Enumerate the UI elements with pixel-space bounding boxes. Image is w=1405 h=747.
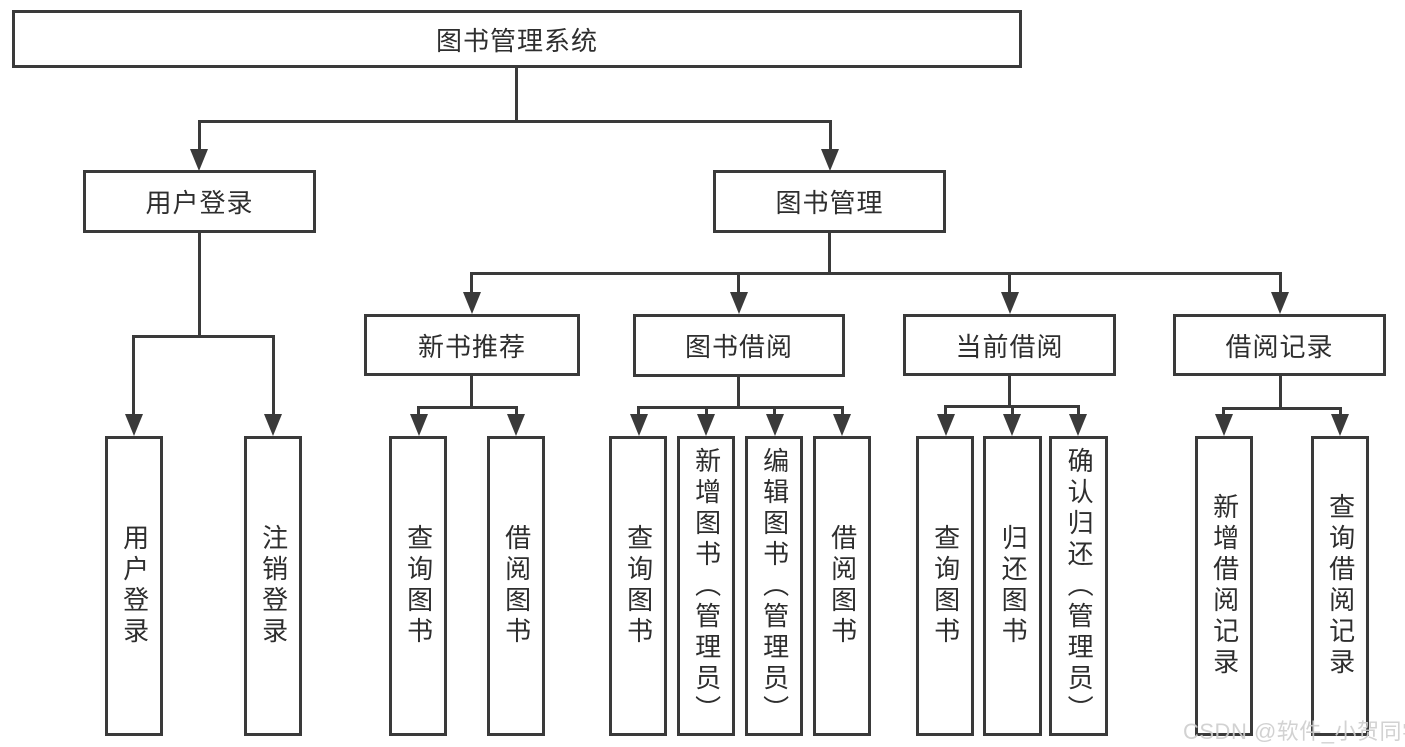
- leaf-recommend-borrow-books: 借阅图书: [487, 436, 545, 736]
- connector-line: [1279, 376, 1282, 410]
- node-borrow-records: 借阅记录: [1173, 314, 1386, 376]
- leaf-user-login: 用户登录: [105, 436, 163, 736]
- arrowhead-icon: [833, 414, 851, 436]
- leaf-current-return-books: 归还图书: [983, 436, 1042, 736]
- arrowhead-icon: [697, 414, 715, 436]
- connector-line: [1008, 272, 1011, 296]
- leaf-records-query-record: 查询借阅记录: [1311, 436, 1369, 736]
- node-label: 查询借阅记录: [1325, 493, 1356, 679]
- leaf-borrow-edit-books-admin: 编辑图书（管理员）: [745, 436, 803, 736]
- arrowhead-icon: [1069, 414, 1087, 436]
- arrowhead-icon: [507, 414, 525, 436]
- node-current-borrow: 当前借阅: [903, 314, 1116, 376]
- node-label: 用户登录: [145, 188, 254, 218]
- connector-line: [198, 120, 201, 154]
- arrowhead-icon: [1001, 292, 1019, 314]
- node-label: 新书推荐: [417, 331, 526, 362]
- connector-line: [132, 335, 275, 338]
- node-label: 注销登录: [258, 524, 289, 648]
- connector-line: [1222, 407, 1342, 410]
- arrowhead-icon: [937, 414, 955, 436]
- node-label: 新增借阅记录: [1209, 493, 1240, 679]
- connector-line: [132, 335, 135, 418]
- arrowhead-icon: [125, 414, 143, 436]
- node-label: 借阅图书: [827, 524, 858, 648]
- connector-line: [272, 335, 275, 418]
- leaf-current-query-books: 查询图书: [916, 436, 974, 736]
- node-label: 用户登录: [119, 524, 150, 648]
- connector-line: [1279, 272, 1282, 296]
- leaf-records-add-record: 新增借阅记录: [1195, 436, 1253, 736]
- arrowhead-icon: [1215, 414, 1233, 436]
- node-label: 借阅图书: [501, 524, 532, 648]
- node-label: 确认归还（管理员）: [1064, 446, 1095, 726]
- connector-line: [470, 272, 473, 296]
- node-label: 归还图书: [998, 524, 1029, 648]
- connector-line: [417, 406, 518, 409]
- node-label: 图书管理: [775, 188, 884, 218]
- node-root-book-management-system: 图书管理系统: [12, 10, 1022, 68]
- leaf-borrow-query-books: 查询图书: [609, 436, 667, 736]
- arrowhead-icon: [190, 149, 208, 171]
- connector-line: [705, 406, 708, 417]
- node-label: 图书管理系统: [435, 25, 598, 56]
- connector-line: [1077, 405, 1080, 417]
- connector-line: [737, 272, 740, 296]
- connector-line: [198, 233, 201, 338]
- leaf-current-confirm-return-admin: 确认归还（管理员）: [1049, 436, 1108, 736]
- node-label: 当前借阅: [955, 331, 1064, 362]
- leaf-recommend-query-books: 查询图书: [389, 436, 447, 736]
- node-book-borrow: 图书借阅: [633, 314, 845, 377]
- arrowhead-icon: [766, 414, 784, 436]
- connector-line: [1222, 407, 1225, 417]
- csdn-watermark: CSDN @软件_小贺同学: [1183, 719, 1405, 744]
- connector-line: [737, 377, 740, 409]
- connector-line: [470, 376, 473, 409]
- node-book-management: 图书管理: [713, 170, 946, 233]
- node-label: 借阅记录: [1225, 331, 1334, 362]
- leaf-borrow-borrow-books: 借阅图书: [813, 436, 871, 736]
- node-label: 查询图书: [930, 524, 961, 648]
- node-label: 编辑图书（管理员）: [759, 446, 790, 726]
- connector-line: [829, 120, 832, 154]
- leaf-borrow-add-books-admin: 新增图书（管理员）: [677, 436, 735, 736]
- arrowhead-icon: [410, 414, 428, 436]
- connector-line: [1011, 405, 1014, 417]
- connector-line: [828, 233, 831, 275]
- node-label: 查询图书: [403, 524, 434, 648]
- connector-line: [773, 406, 776, 417]
- node-label: 查询图书: [623, 524, 654, 648]
- connector-line: [637, 406, 640, 417]
- connector-line: [841, 406, 844, 417]
- connector-line: [198, 120, 832, 123]
- node-user-login: 用户登录: [83, 170, 316, 233]
- node-new-book-recommend: 新书推荐: [364, 314, 580, 376]
- arrowhead-icon: [463, 292, 481, 314]
- arrowhead-icon: [1003, 414, 1021, 436]
- connector-line: [944, 405, 947, 417]
- connector-line: [515, 406, 518, 417]
- connector-line: [470, 272, 1282, 275]
- arrowhead-icon: [264, 414, 282, 436]
- connector-line: [1339, 407, 1342, 417]
- arrowhead-icon: [821, 149, 839, 171]
- arrowhead-icon: [1271, 292, 1289, 314]
- arrowhead-icon: [630, 414, 648, 436]
- connector-line: [515, 68, 518, 123]
- node-label: 新增图书（管理员）: [691, 446, 722, 726]
- connector-line: [637, 406, 844, 409]
- connector-line: [1008, 376, 1011, 407]
- arrowhead-icon: [730, 292, 748, 314]
- arrowhead-icon: [1331, 414, 1349, 436]
- leaf-logout: 注销登录: [244, 436, 302, 736]
- node-label: 图书借阅: [684, 332, 793, 362]
- connector-line: [417, 406, 420, 417]
